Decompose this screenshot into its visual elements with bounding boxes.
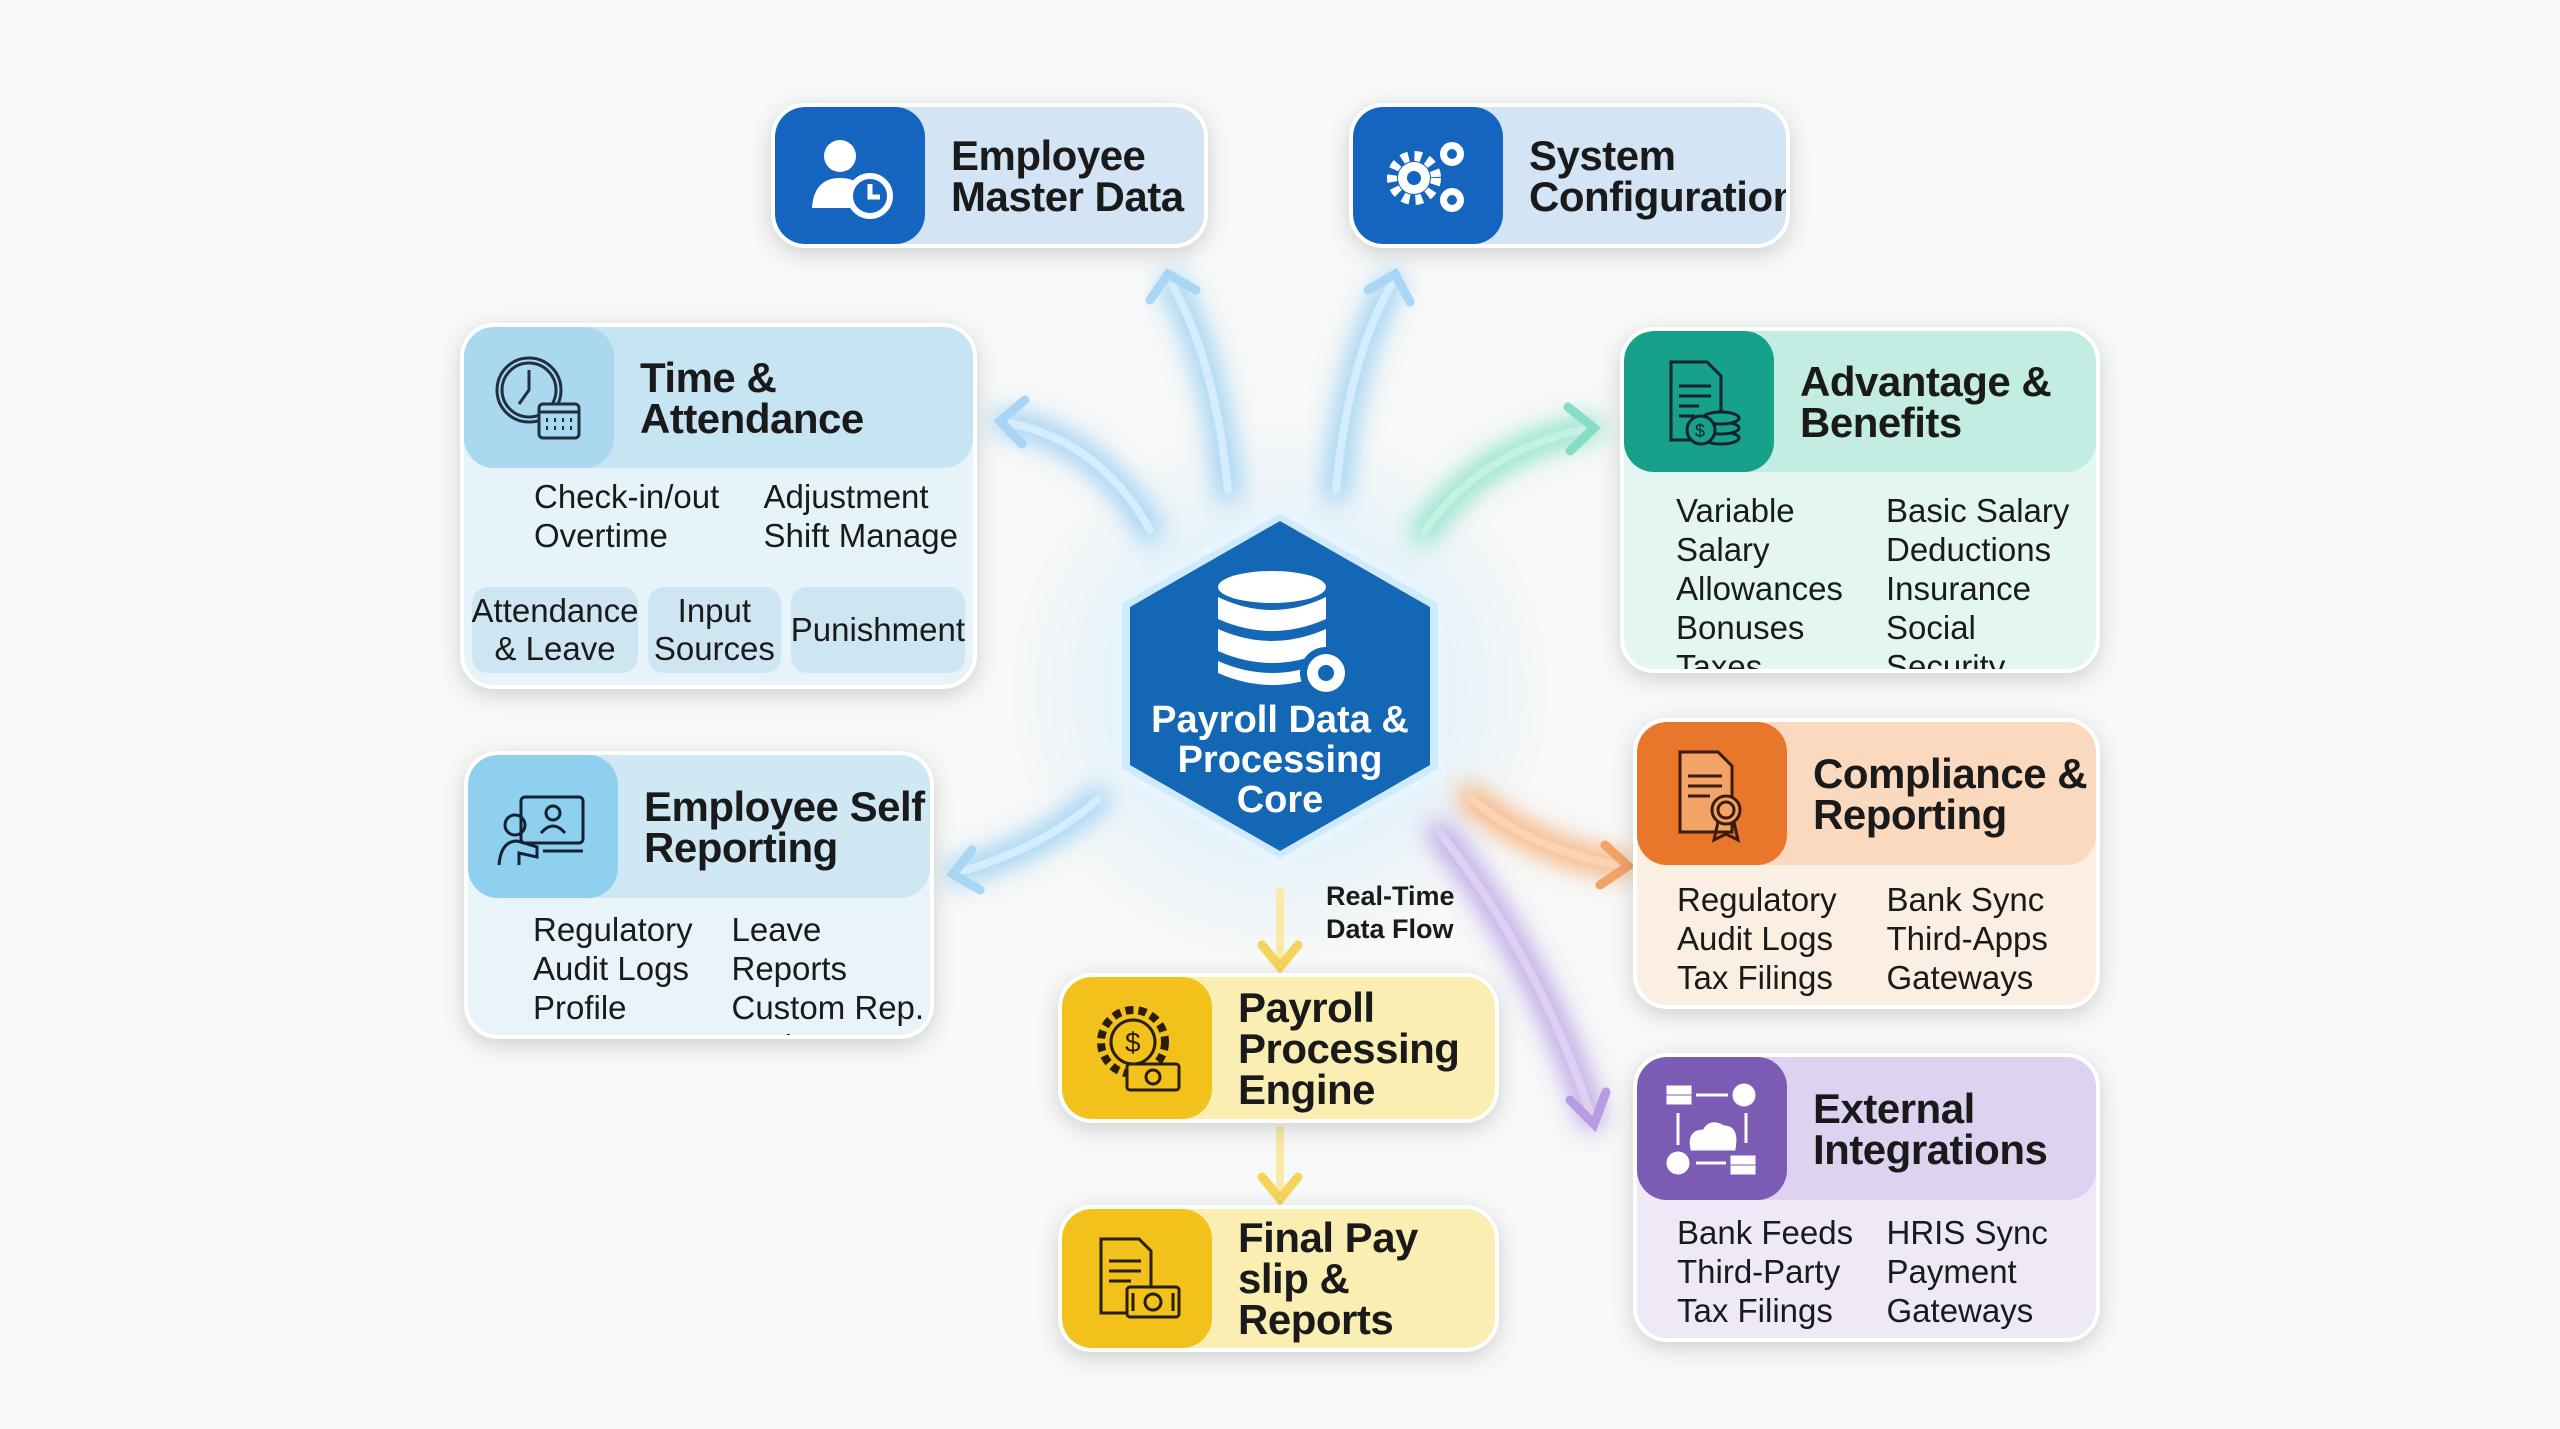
list-item: Profile — [533, 989, 627, 1026]
core-title-line: Payroll Data & — [1151, 699, 1409, 741]
arrow-to-system-config — [1323, 267, 1415, 503]
card-title-line: External — [1813, 1084, 1975, 1132]
chip-label: Input — [677, 592, 752, 629]
document-coins-icon: $ — [1624, 331, 1774, 472]
list-item: Taxes — [1676, 648, 1763, 673]
list-item: Tax Filings — [1677, 959, 1833, 996]
card-title-line: Compliance & — [1813, 749, 2088, 797]
arrow-to-engine — [1257, 879, 1303, 975]
chip-attendance-leave[interactable]: Attendance& Leave — [472, 587, 638, 673]
card-title-line: Processing — [1238, 1024, 1460, 1072]
core-title-line: Processing — [1177, 739, 1383, 781]
list-item: Gateways — [1886, 959, 2034, 996]
svg-text:$: $ — [1125, 1027, 1141, 1058]
list-item: Insurance — [1886, 570, 2031, 607]
chip-label: & Leave — [494, 630, 616, 667]
svg-text:$: $ — [1695, 421, 1705, 441]
list-item: Leave Reports — [731, 911, 848, 987]
arrow-to-external — [1427, 820, 1611, 1133]
real-time-data-flow-label: Real-Time Data Flow — [1326, 880, 1455, 946]
gear-money-icon: $ — [1062, 977, 1212, 1119]
list-item: Allowances — [1676, 570, 1843, 607]
list-item: Audit Logs — [533, 950, 689, 987]
list-item: Third-Apps — [1886, 920, 2048, 957]
list-item: Shift Manage — [763, 517, 958, 554]
list-item: Custom Rep. — [731, 989, 925, 1026]
card-title-line: Engine — [1238, 1065, 1376, 1113]
arrow-to-compliance — [1457, 784, 1636, 890]
card-title-line: slip & Reports — [1238, 1255, 1394, 1343]
card-title-line: Master Data — [951, 172, 1184, 220]
list-item: Overtime — [534, 517, 668, 554]
list-item: Third-Party — [1677, 1253, 1841, 1290]
chip-label: Sources — [653, 630, 775, 667]
core-title: Payroll Data & Processing Core — [1112, 700, 1448, 820]
list-item: Deductions — [1886, 531, 2052, 568]
list-item: Payment — [1886, 1253, 2017, 1290]
list-item: Update — [732, 1027, 931, 1035]
cloud-network-icon — [1637, 1057, 1787, 1200]
user-monitor-icon — [468, 755, 618, 898]
card-title-line: Payroll — [1238, 983, 1375, 1031]
list-item: Bank Feeds — [1677, 1214, 1854, 1251]
arrow-to-advantage — [1411, 402, 1603, 545]
list-item: Bonuses — [1676, 609, 1805, 646]
list-item: Bank Sync — [1886, 881, 2045, 918]
arrow-engine-to-final — [1257, 1117, 1303, 1207]
chip-label: Punishment — [790, 611, 965, 648]
card-title-line: System — [1529, 131, 1676, 179]
clock-calendar-icon — [464, 327, 614, 468]
arrow-to-employee-master — [1145, 268, 1241, 503]
certificate-icon — [1637, 722, 1787, 865]
flow-label-line: Real-Time — [1326, 881, 1455, 911]
list-item: Regulatory — [1677, 881, 1837, 918]
user-clock-icon — [775, 107, 925, 244]
card-title: Time & Attendance — [640, 353, 864, 442]
card-title-line: Benefits — [1800, 398, 1962, 446]
list-item: Variable Salary — [1676, 492, 1795, 568]
list-item: Regulatory — [533, 911, 693, 948]
chip-punishment[interactable]: Punishment — [790, 587, 965, 673]
list-item: Tax Filings — [1677, 1292, 1833, 1329]
payslip-icon — [1062, 1209, 1212, 1348]
arrow-to-time-attendance — [992, 395, 1163, 543]
chip-label: Attendance — [471, 592, 639, 629]
card-title-line: Employee — [951, 131, 1146, 179]
core-title-line: Core — [1236, 779, 1324, 821]
card-title-line: Configuration — [1529, 172, 1790, 220]
card-title-line: Reporting — [644, 823, 838, 871]
arrow-to-self-reporting — [945, 787, 1110, 895]
list-item: Basic Salary — [1886, 492, 2070, 529]
list-item: Social Security — [1886, 609, 2006, 673]
database-gear-icon — [1218, 571, 1352, 699]
gears-icon — [1353, 107, 1503, 244]
core-hexagon — [1114, 505, 1446, 867]
list-item: Gateways — [1886, 1292, 2034, 1329]
flow-label-line: Data Flow — [1326, 914, 1454, 944]
card-title-line: Integrations — [1813, 1125, 2048, 1173]
list-item: Audit Logs — [1677, 920, 1833, 957]
card-title-line: Final Pay — [1238, 1214, 1418, 1261]
card-title-line: Employee Self — [644, 782, 925, 830]
card-title-line: Advantage & — [1800, 357, 2052, 405]
list-item: Adjustment — [763, 478, 929, 515]
list-item: Check-in/out — [534, 478, 720, 515]
card-title-line: Reporting — [1813, 790, 2007, 838]
list-item: HRIS Sync — [1886, 1214, 2048, 1251]
